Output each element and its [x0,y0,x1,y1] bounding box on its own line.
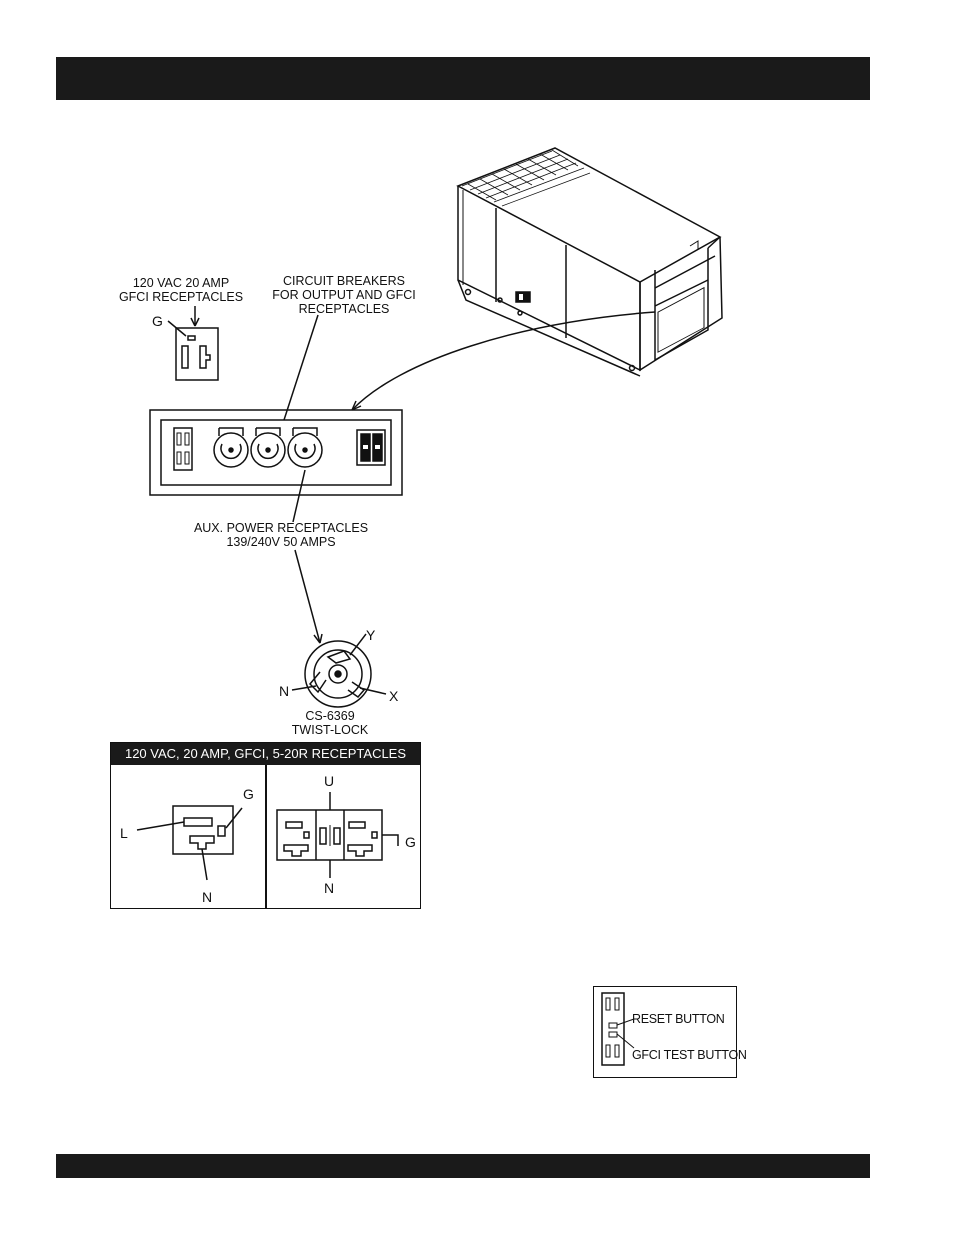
gfci-detail-box [593,986,737,1078]
pin-n-label: N [279,684,289,698]
receptacle-table: 120 VAC, 20 AMP, GFCI, 5-20R RECEPTACLES [110,742,421,909]
reset-button-label: RESET BUTTON [632,1012,724,1026]
pin-y-label: Y [366,628,375,642]
right-u-label: U [324,774,334,788]
generator-illustration [458,148,722,376]
left-l-label: L [120,826,128,840]
circuit-breakers-label: CIRCUIT BREAKERS FOR OUTPUT AND GFCI REC… [254,274,434,316]
gfci-receptacles-label: 120 VAC 20 AMP GFCI RECEPTACLES [108,276,254,304]
panel-leader [352,312,655,410]
receptacle-table-divider [265,765,267,908]
gfci-receptacle-small [168,306,218,380]
twist-lock-detail [292,634,386,707]
receptacle-table-title: 120 VAC, 20 AMP, GFCI, 5-20R RECEPTACLES [111,743,420,765]
left-n-label: N [202,890,212,904]
receptacle-panel [150,410,402,495]
right-g-label: G [405,835,416,849]
pin-x-label: X [389,689,398,703]
gfci-test-button-label: GFCI TEST BUTTON [632,1048,747,1062]
aux-power-label: AUX. POWER RECEPTACLES 139/240V 50 AMPS [176,521,386,549]
ground-label-small: G [152,314,163,328]
right-n-label: N [324,881,334,895]
left-g-label: G [243,787,254,801]
twist-lock-label: CS-6369 TWIST-LOCK [280,709,380,737]
